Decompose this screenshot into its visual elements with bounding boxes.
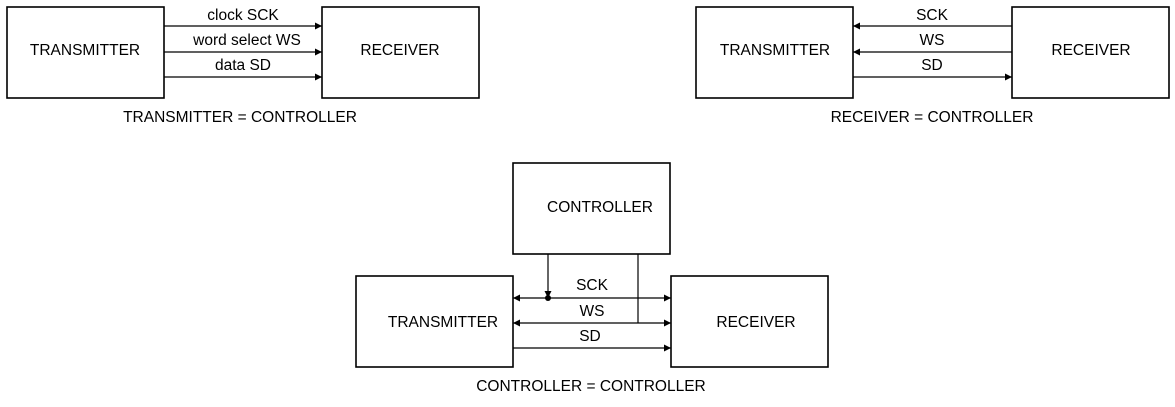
ws-signal-label: WS — [920, 32, 945, 49]
ws-signal-label: WS — [580, 303, 605, 320]
controller-box — [512, 162, 671, 255]
data-signal-label: SD — [579, 328, 601, 345]
data-signal-label: SD — [921, 57, 943, 74]
transmitter-box — [6, 6, 165, 99]
transmitter-label: TRANSMITTER — [30, 42, 140, 59]
diagram-transmitter-controller: TRANSMITTER RECEIVER clock SCK word sele… — [6, 6, 480, 126]
receiver-box — [670, 275, 829, 368]
caption-transmitter-controller: TRANSMITTER = CONTROLLER — [123, 109, 357, 126]
controller-label: CONTROLLER — [547, 199, 653, 216]
transmitter-label: TRANSMITTER — [388, 314, 498, 331]
receiver-label: RECEIVER — [1051, 42, 1130, 59]
diagram-receiver-controller: TRANSMITTER RECEIVER SCK WS SD RECEIVER … — [695, 6, 1170, 126]
ws-signal-label: word select WS — [192, 32, 301, 49]
caption-controller-controller: CONTROLLER = CONTROLLER — [476, 378, 706, 395]
caption-receiver-controller: RECEIVER = CONTROLLER — [831, 109, 1034, 126]
receiver-box — [1011, 6, 1170, 99]
clock-signal-label: SCK — [576, 277, 609, 294]
clock-signal-label: clock SCK — [207, 7, 279, 24]
diagram-external-controller: CONTROLLER TRANSMITTER RECEIVER SCK WS S… — [355, 162, 829, 395]
receiver-label: RECEIVER — [716, 314, 795, 331]
transmitter-box — [695, 6, 854, 99]
data-signal-label: data SD — [215, 57, 271, 74]
transmitter-box — [355, 275, 514, 368]
receiver-label: RECEIVER — [360, 42, 439, 59]
clock-signal-label: SCK — [916, 7, 949, 24]
transmitter-label: TRANSMITTER — [720, 42, 830, 59]
receiver-box — [321, 6, 480, 99]
